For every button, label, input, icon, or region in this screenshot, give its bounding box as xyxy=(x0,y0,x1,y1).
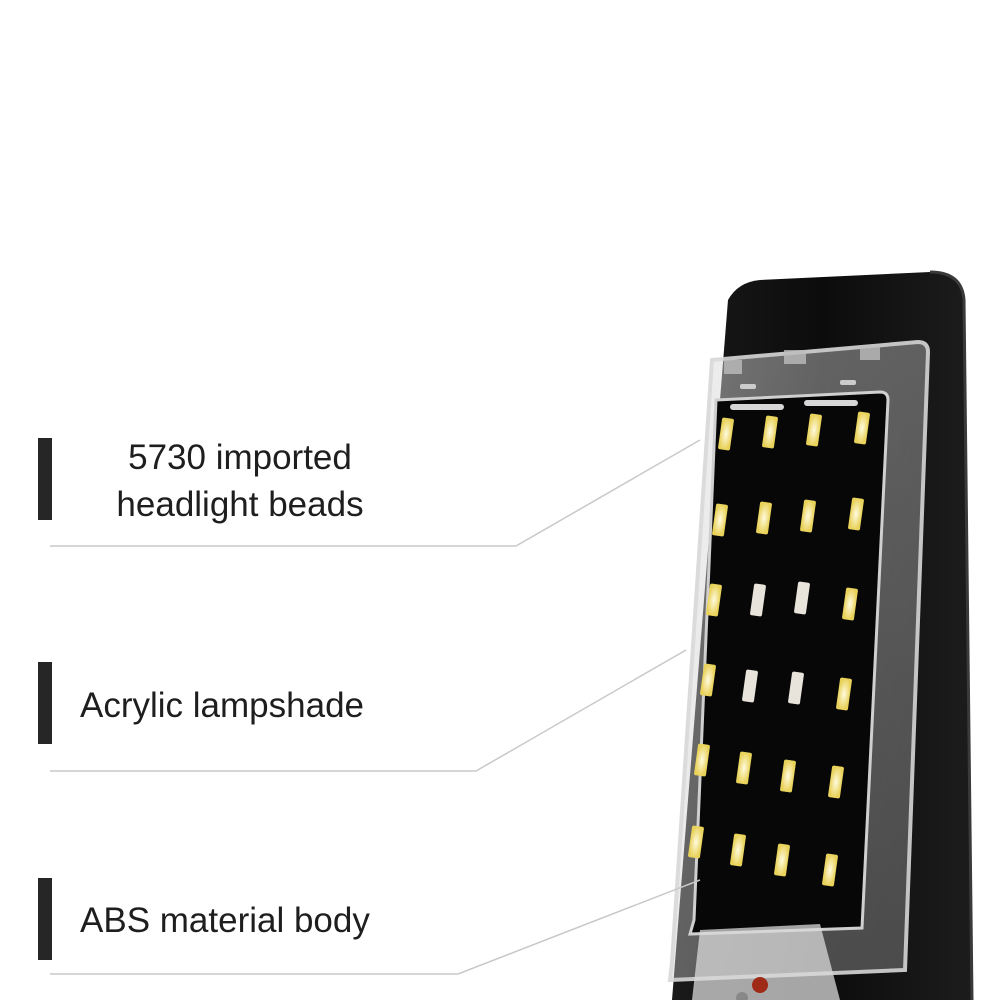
led-beads xyxy=(688,411,870,887)
callout-lampshade-label: Acrylic lampshade xyxy=(80,686,364,725)
callout-body-label: ABS material body xyxy=(80,901,370,940)
callout-beads: 5730 imported headlight beads xyxy=(90,434,390,528)
callout-bar-body xyxy=(38,878,52,960)
callout-bar-lampshade xyxy=(38,662,52,744)
callout-beads-line2: headlight beads xyxy=(116,485,364,524)
callout-beads-line1: 5730 imported xyxy=(128,438,352,477)
callout-lampshade: Acrylic lampshade xyxy=(80,682,364,729)
callout-bar-beads xyxy=(38,438,52,520)
callout-body: ABS material body xyxy=(80,897,370,944)
